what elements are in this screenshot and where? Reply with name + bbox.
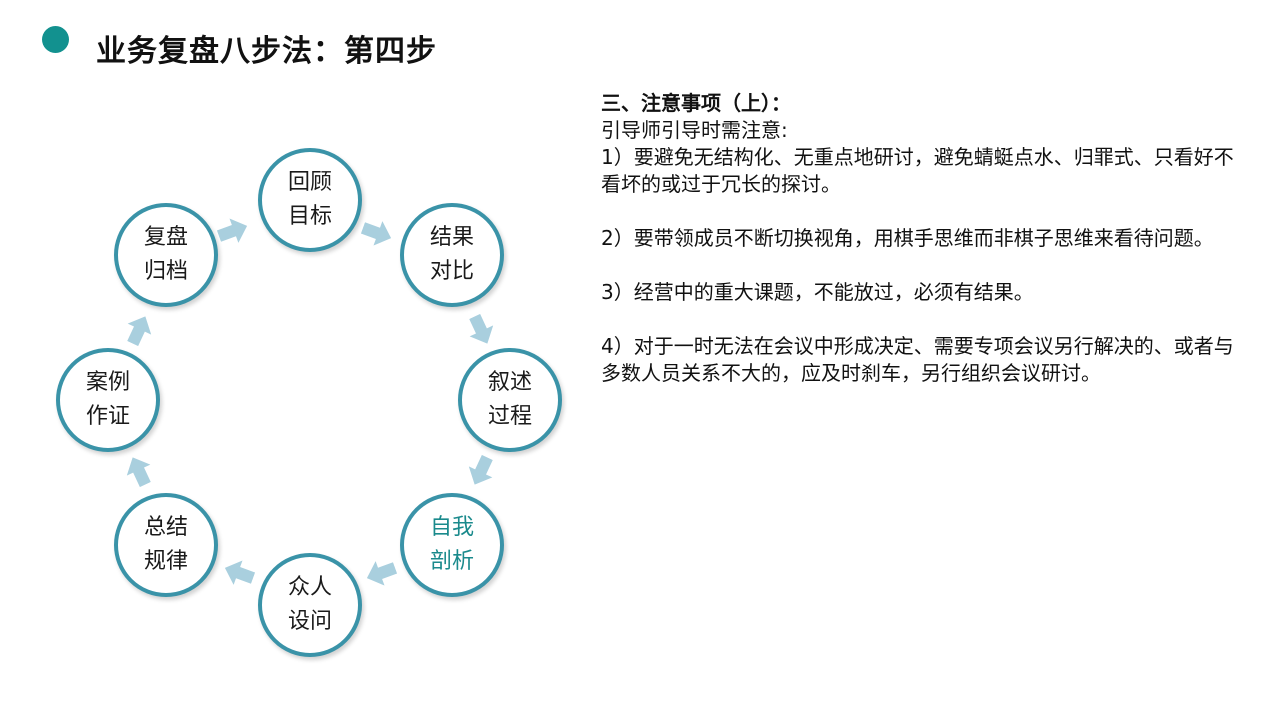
node-label: 作证 [85, 404, 130, 429]
step-node-compare-results: 结果 对比 [400, 203, 504, 307]
node-label: 众人 [287, 575, 332, 600]
node-label: 回顾 [287, 170, 332, 195]
node-label: 规律 [143, 549, 188, 574]
step-node-case-evidence: 案例 作证 [56, 348, 160, 452]
arrow-icon [362, 556, 399, 591]
node-label: 剖析 [429, 549, 474, 574]
notes-panel: 三、注意事项（上）： 引导师引导时需注意: 1）要避免无结构化、无重点地研讨，避… [601, 90, 1251, 387]
step-node-archive: 复盘 归档 [114, 203, 218, 307]
arrow-icon [220, 556, 257, 591]
node-label: 案例 [85, 370, 130, 395]
arrow-icon [121, 452, 157, 490]
step-node-summarize-rules: 总结 规律 [114, 493, 218, 597]
node-label: 复盘 [143, 225, 188, 250]
node-label: 总结 [143, 515, 188, 540]
node-label: 设问 [287, 609, 332, 634]
node-label: 自我 [429, 515, 474, 540]
notes-item: 4）对于一时无法在会议中形成决定、需要专项会议另行解决的、或者与多数人员关系不大… [601, 334, 1234, 385]
arrow-icon [214, 214, 251, 249]
notes-intro: 引导师引导时需注意: [601, 118, 788, 142]
notes-heading: 三、注意事项（上）： [601, 91, 791, 115]
node-label: 归档 [143, 259, 188, 284]
step-node-group-questioning: 众人 设问 [258, 553, 362, 657]
title-bullet-icon [42, 26, 69, 53]
node-label: 叙述 [487, 370, 532, 395]
node-label: 对比 [429, 259, 474, 284]
notes-item: 1）要避免无结构化、无重点地研讨，避免蜻蜓点水、归罪式、只看好不看坏的或过于冗长… [601, 145, 1234, 196]
review-cycle-diagram: 回顾 目标 结果 对比 叙述 过程 自我 剖析 众人 设问 总结 规律 案例 作… [0, 0, 600, 719]
step-node-review-goal: 回顾 目标 [258, 148, 362, 252]
step-node-self-analysis: 自我 剖析 [400, 493, 504, 597]
arrow-icon [463, 311, 499, 349]
notes-item: 2）要带领成员不断切换视角，用棋手思维而非棋子思维来看待问题。 [601, 226, 1214, 250]
node-label: 过程 [487, 404, 532, 429]
arrow-icon [358, 216, 395, 251]
node-label: 结果 [429, 225, 474, 250]
notes-item: 3）经营中的重大课题，不能放过，必须有结果。 [601, 280, 1034, 304]
step-node-describe-process: 叙述 过程 [458, 348, 562, 452]
arrow-icon [463, 452, 499, 490]
node-label: 目标 [287, 204, 332, 229]
arrow-icon [121, 311, 157, 349]
page-title: 业务复盘八步法：第四步 [96, 34, 437, 69]
